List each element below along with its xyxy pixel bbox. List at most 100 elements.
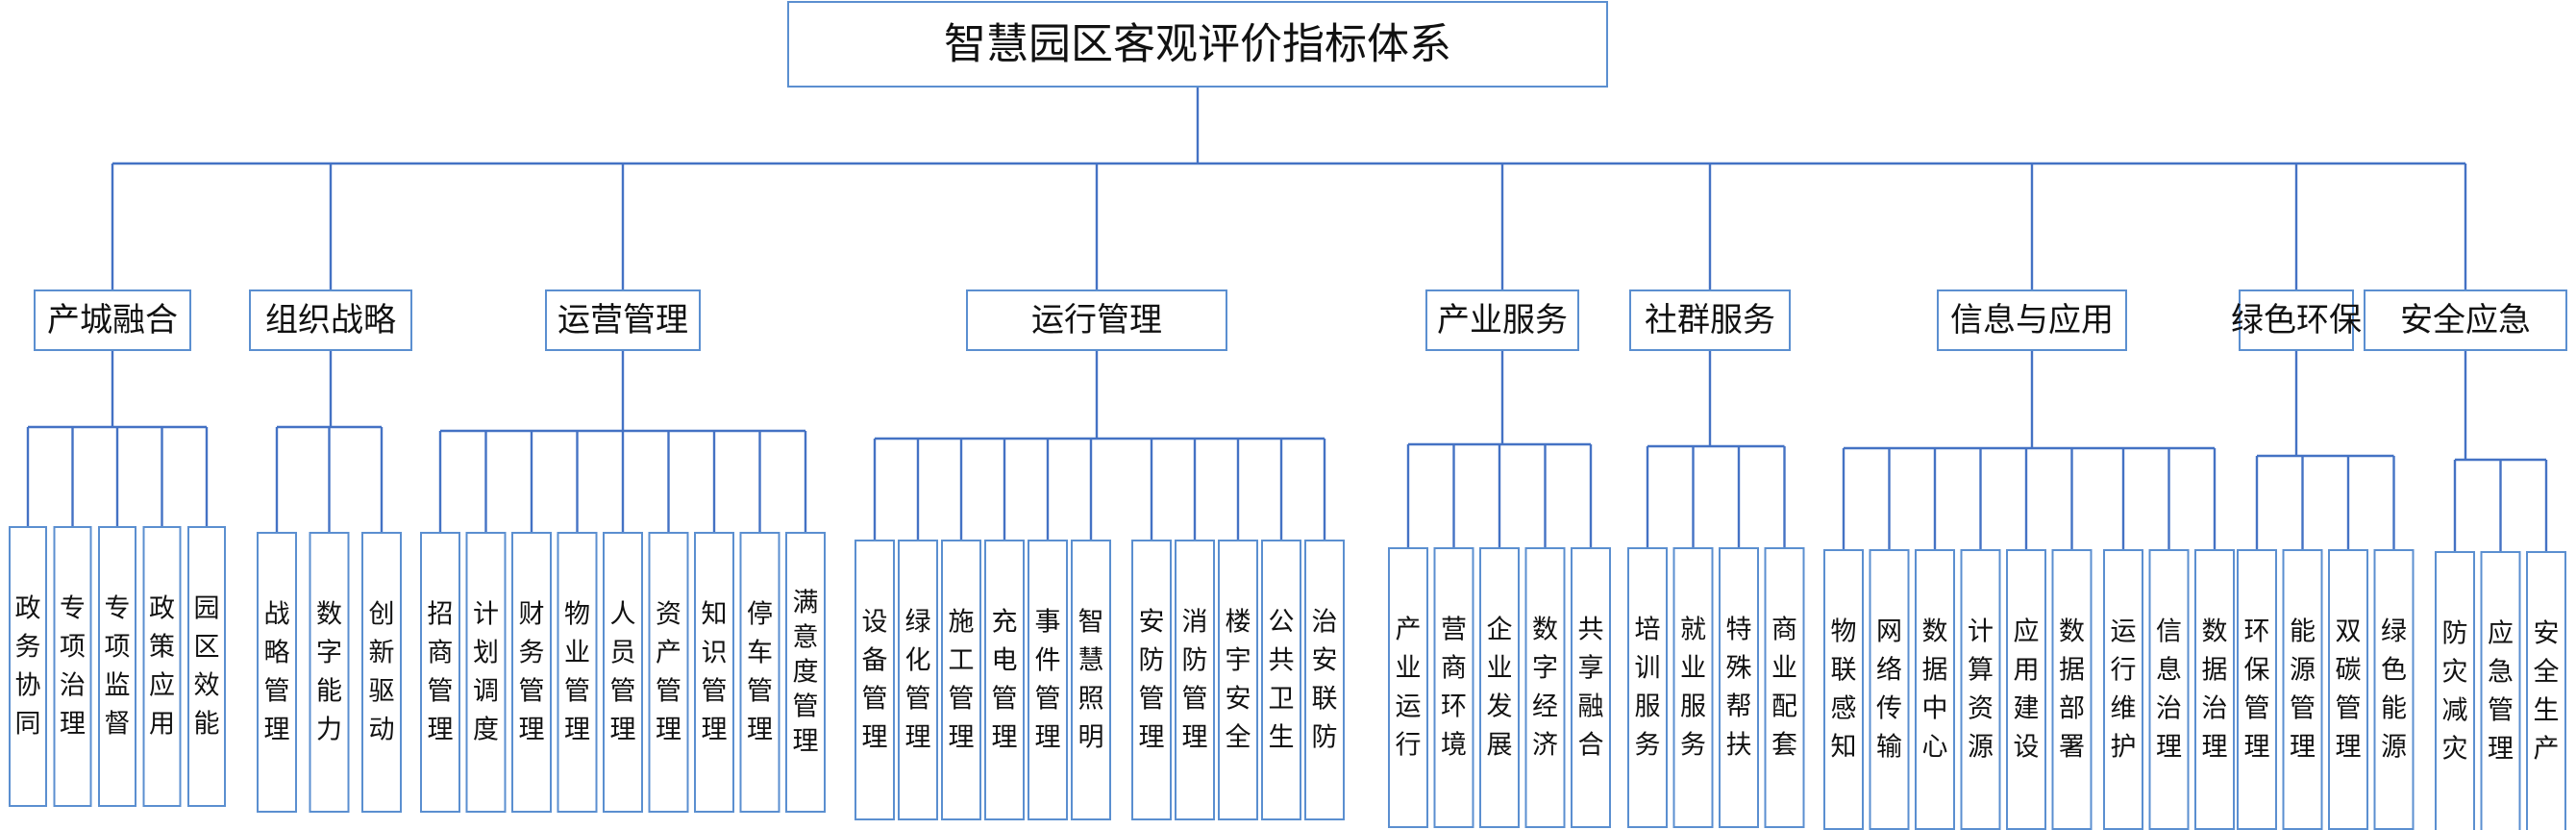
leaf-label: 战略管理 (264, 600, 290, 745)
leaf-node: 治安联防 (1304, 540, 1345, 820)
leaf-node: 资产管理 (648, 532, 689, 813)
category-node: 产业服务 (1425, 289, 1579, 351)
leaf-node: 人员管理 (603, 532, 643, 813)
leaf-label: 计算资源 (1968, 617, 1994, 763)
leaf-label: 能源管理 (2290, 617, 2316, 763)
category-label: 社群服务 (1645, 301, 1775, 340)
category-node: 社群服务 (1629, 289, 1791, 351)
leaf-label: 特殊帮扶 (1726, 616, 1752, 761)
leaf-node: 商业配套 (1764, 547, 1805, 828)
leaf-label: 数据中心 (1922, 617, 1948, 763)
leaf-label: 施工管理 (949, 608, 975, 753)
leaf-label: 治安联防 (1312, 608, 1338, 753)
category-label: 组织战略 (265, 301, 396, 340)
leaf-label: 运行维护 (2111, 617, 2137, 763)
leaf-label: 数字经济 (1532, 616, 1558, 761)
leaf-label: 专项治理 (60, 594, 86, 740)
leaf-node: 满意度管理 (785, 532, 826, 813)
category-label: 信息与应用 (1950, 301, 2114, 340)
leaf-node: 特殊帮扶 (1719, 547, 1759, 828)
category-node: 产城融合 (34, 289, 191, 351)
leaf-label: 数字能力 (316, 600, 342, 745)
leaf-node: 绿化管理 (898, 540, 938, 820)
leaf-label: 人员管理 (610, 600, 636, 745)
leaf-node: 施工管理 (941, 540, 981, 820)
leaf-node: 应急管理 (2480, 551, 2521, 830)
leaf-node: 数字能力 (309, 532, 350, 813)
leaf-label: 专项监督 (105, 594, 131, 740)
leaf-label: 财务管理 (519, 600, 545, 745)
leaf-node: 物联感知 (1823, 549, 1864, 830)
leaf-node: 运行维护 (2103, 549, 2143, 830)
leaf-label: 知识管理 (702, 600, 728, 745)
leaf-label: 数据治理 (2202, 617, 2228, 763)
leaf-label: 商业配套 (1771, 616, 1797, 761)
leaf-node: 园区效能 (187, 526, 226, 807)
leaf-label: 充电管理 (992, 608, 1018, 753)
leaf-node: 计算资源 (1960, 549, 2001, 830)
leaf-node: 培训服务 (1627, 547, 1668, 828)
leaf-label: 企业发展 (1487, 616, 1513, 761)
leaf-node: 计划调度 (465, 532, 507, 813)
leaf-node: 就业服务 (1672, 547, 1714, 828)
leaf-node: 财务管理 (511, 532, 552, 813)
leaf-label: 政务协同 (15, 594, 41, 740)
leaf-label: 满意度管理 (793, 589, 819, 757)
connector-lines (26, 87, 2548, 552)
leaf-label: 防灾减灾 (2442, 619, 2468, 765)
leaf-label: 计划调度 (473, 600, 499, 745)
leaf-label: 资产管理 (656, 600, 681, 745)
leaf-label: 安防管理 (1139, 608, 1165, 753)
leaf-node: 能源管理 (2282, 549, 2323, 830)
leaf-node: 专项监督 (98, 526, 136, 807)
leaf-label: 环保管理 (2244, 617, 2270, 763)
leaf-node: 数据部署 (2051, 549, 2093, 830)
leaf-node: 物业管理 (557, 532, 598, 813)
category-node: 组织战略 (249, 289, 412, 351)
leaf-label: 招商管理 (428, 600, 454, 745)
leaf-label: 政策应用 (149, 594, 175, 740)
leaf-label: 楼宇安全 (1226, 608, 1251, 753)
category-label: 产城融合 (47, 301, 178, 340)
leaf-label: 园区效能 (194, 594, 220, 740)
leaf-label: 消防管理 (1182, 608, 1208, 753)
leaf-node: 招商管理 (420, 532, 460, 813)
leaf-node: 共享融合 (1571, 547, 1611, 828)
leaf-node: 设备管理 (855, 540, 895, 820)
leaf-node: 绿色能源 (2373, 549, 2415, 830)
leaf-node: 防灾减灾 (2435, 551, 2475, 830)
leaf-node: 消防管理 (1175, 540, 1215, 820)
leaf-node: 充电管理 (984, 540, 1025, 820)
leaf-node: 双碳管理 (2328, 549, 2368, 830)
leaf-label: 停车管理 (747, 600, 773, 745)
leaf-node: 安全生产 (2526, 551, 2566, 830)
diagram-title: 智慧园区客观评价指标体系 (944, 20, 1451, 69)
leaf-node: 智慧照明 (1071, 540, 1111, 820)
leaf-node: 公共卫生 (1261, 540, 1301, 820)
leaf-node: 创新驱动 (361, 532, 402, 813)
leaf-node: 企业发展 (1479, 547, 1520, 828)
category-label: 运行管理 (1031, 301, 1162, 340)
category-label: 安全应急 (2400, 301, 2531, 340)
category-node: 运行管理 (966, 289, 1227, 351)
category-node: 绿色环保 (2231, 289, 2362, 351)
leaf-label: 公共卫生 (1269, 608, 1295, 753)
leaf-label: 设备管理 (862, 608, 888, 753)
leaf-label: 安全生产 (2534, 619, 2560, 765)
leaf-label: 应用建设 (2014, 617, 2040, 763)
leaf-label: 绿化管理 (905, 608, 931, 753)
leaf-label: 就业服务 (1680, 616, 1706, 761)
leaf-label: 智慧照明 (1078, 608, 1104, 753)
leaf-label: 共享融合 (1578, 616, 1604, 761)
leaf-node: 数据治理 (2194, 549, 2235, 830)
leaf-label: 物联感知 (1831, 617, 1857, 763)
leaf-label: 信息治理 (2156, 617, 2182, 763)
leaf-label: 应急管理 (2488, 619, 2514, 765)
leaf-node: 政务协同 (9, 526, 47, 807)
leaf-node: 专项治理 (53, 526, 92, 807)
leaf-node: 楼宇安全 (1218, 540, 1258, 820)
root-node: 智慧园区客观评价指标体系 (787, 1, 1608, 88)
leaf-node: 信息治理 (2148, 549, 2190, 830)
